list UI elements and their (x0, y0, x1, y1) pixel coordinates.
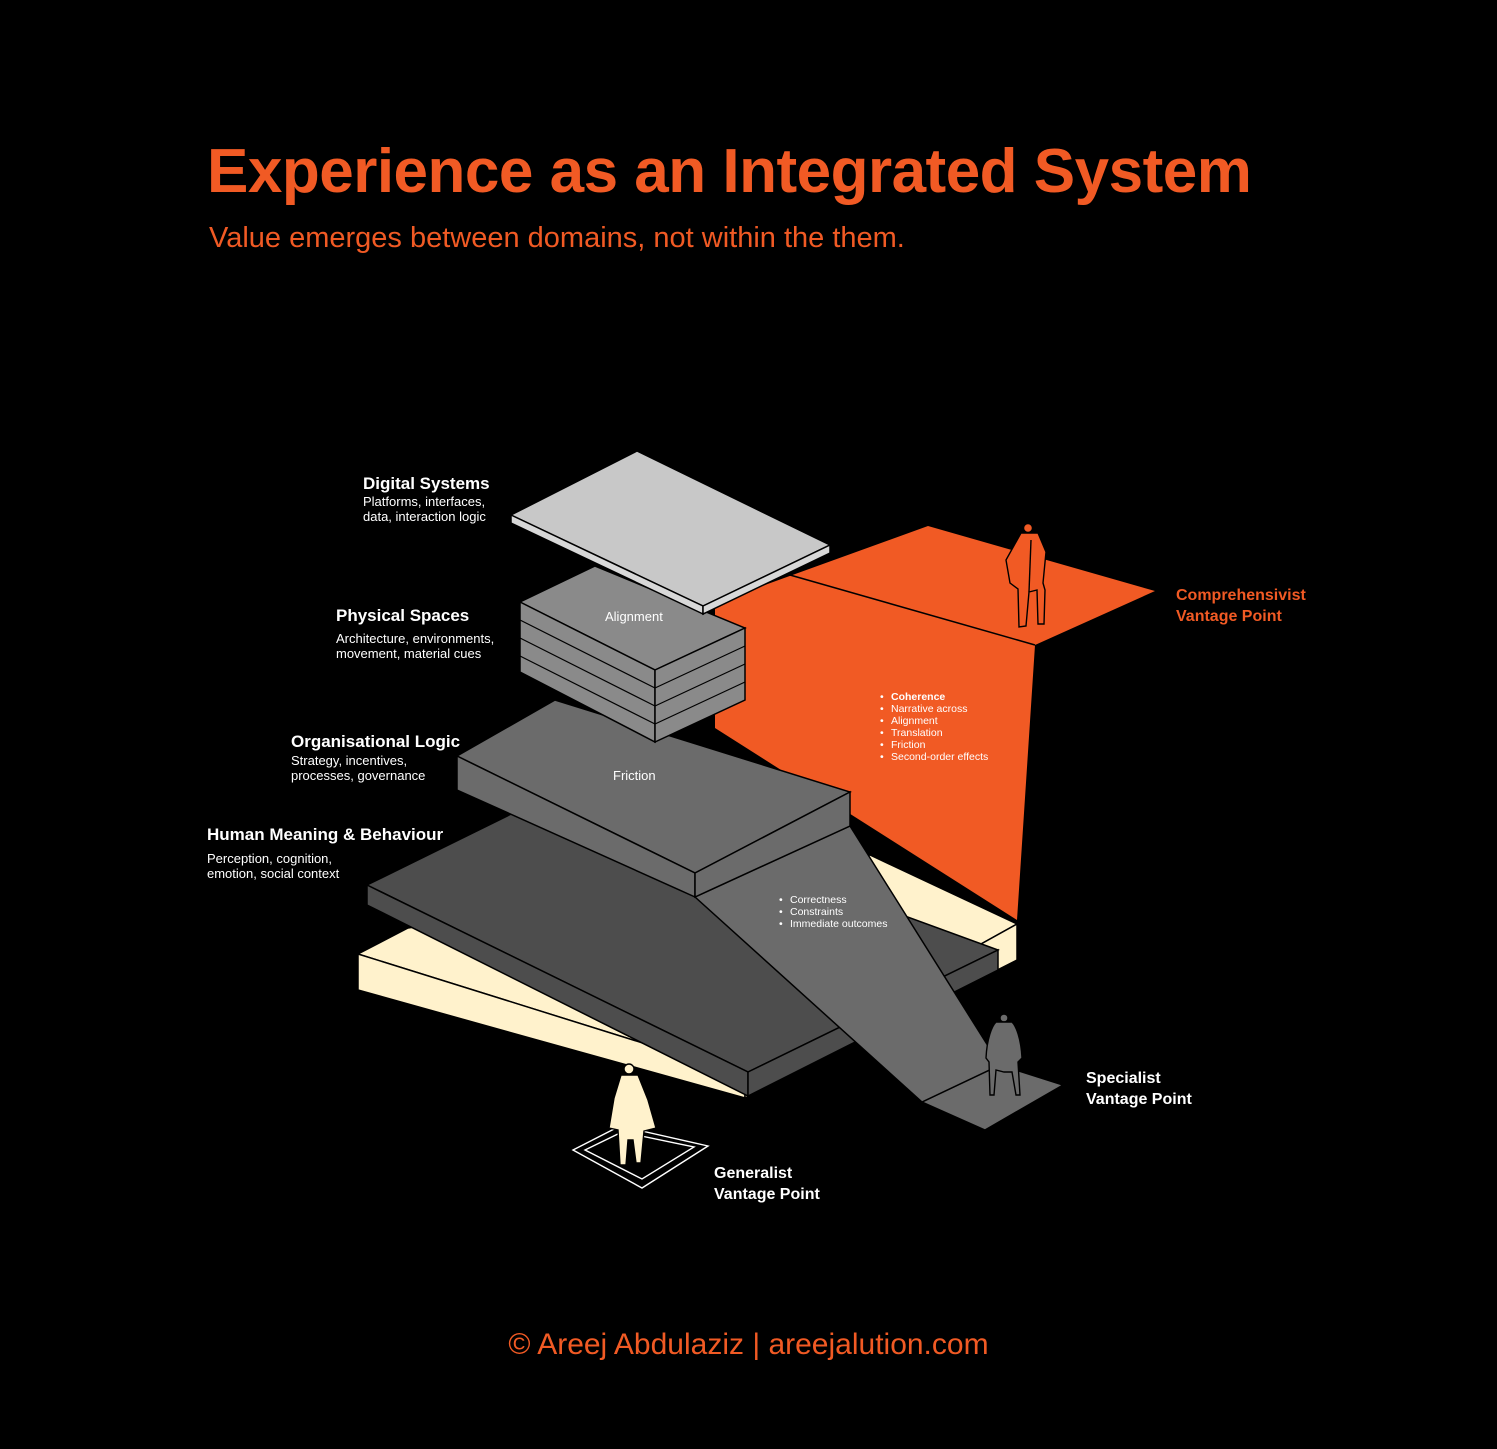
comprehensivist-bullet-marker: • (880, 739, 884, 751)
specialist-bullet-marker: • (779, 906, 783, 918)
physical-layer-division-3 (519, 655, 746, 725)
layer-title: Human Meaning & Behaviour (207, 825, 444, 844)
layer-title: Physical Spaces (336, 606, 469, 625)
comprehensivist-figure-icon (1005, 522, 1047, 628)
organisational-layer-side (694, 790, 851, 899)
layer-desc: Strategy, incentives, (291, 753, 407, 768)
comprehensivist-bullet: Coherence (891, 691, 945, 703)
layer-desc: processes, governance (291, 768, 425, 783)
layer-label-physical: Physical Spaces Architecture, environmen… (336, 606, 494, 661)
footer-credit: © Areej Abdulaziz | areejalution.com (508, 1328, 989, 1361)
comprehensivist-bullet-marker: • (880, 703, 884, 715)
comprehensivist-plane (715, 526, 1155, 920)
specialist-bullet: Constraints (790, 906, 843, 918)
layer-desc: emotion, social context (207, 866, 340, 881)
comprehensivist-bullet-marker: • (880, 751, 884, 763)
comprehensivist-bullet-marker: • (880, 715, 884, 727)
alignment-label: Alignment (605, 609, 663, 624)
specialist-bullet-marker: • (779, 918, 783, 930)
comprehensivist-bullets: • Coherence • Narrative across • Alignme… (880, 691, 988, 763)
layer-desc: Perception, cognition, (207, 851, 332, 866)
page-title: Experience as an Integrated System (207, 137, 1252, 206)
vantage-title: Generalist (714, 1165, 793, 1182)
digital-layer-side (702, 543, 831, 616)
specialist-figure-icon (985, 1013, 1023, 1096)
friction-label: Friction (613, 768, 656, 783)
generalist-ground-tile (571, 1125, 710, 1189)
layer-desc: data, interaction logic (363, 509, 486, 524)
specialist-bullet: Immediate outcomes (790, 918, 887, 930)
comprehensivist-plane-fold (789, 574, 1036, 646)
specialist-bullet-marker: • (779, 894, 783, 906)
layer-title: Digital Systems (363, 474, 490, 493)
specialist-vantage-label: Specialist Vantage Point (1086, 1070, 1192, 1108)
comprehensivist-bullet-marker: • (880, 691, 884, 703)
comprehensivist-vantage-label: Comprehensivist Vantage Point (1176, 587, 1306, 625)
comprehensivist-bullet: Second-order effects (891, 751, 988, 763)
generalist-vantage-label: Generalist Vantage Point (714, 1165, 820, 1203)
specialist-bullets: • Correctness • Constraints • Immediate … (779, 894, 887, 930)
comprehensivist-bullet: Translation (891, 727, 943, 739)
vantage-title: Specialist (1086, 1070, 1161, 1087)
physical-layer-division-2 (519, 637, 746, 707)
layer-desc: Platforms, interfaces, (363, 494, 485, 509)
vantage-title: Vantage Point (1086, 1091, 1192, 1108)
vantage-title: Vantage Point (1176, 608, 1282, 625)
page-subtitle: Value emerges between domains, not withi… (209, 222, 905, 254)
physical-layer-division-1 (519, 619, 746, 689)
layer-label-organisational: Organisational Logic Strategy, incentive… (291, 732, 460, 783)
comprehensivist-bullet: Alignment (891, 715, 938, 727)
layer-title: Organisational Logic (291, 732, 460, 751)
generalist-figure-icon (608, 1063, 657, 1166)
vantage-title: Comprehensivist (1176, 587, 1306, 604)
vantage-title: Vantage Point (714, 1186, 820, 1203)
comprehensivist-bullet: Friction (891, 739, 926, 751)
comprehensivist-bullet: Narrative across (891, 703, 967, 715)
layer-desc: movement, material cues (336, 646, 482, 661)
layer-label-human: Human Meaning & Behaviour Perception, co… (207, 825, 444, 881)
comprehensivist-bullet-marker: • (880, 727, 884, 739)
layer-desc: Architecture, environments, (336, 631, 494, 646)
specialist-bullet: Correctness (790, 894, 847, 906)
layer-label-digital: Digital Systems Platforms, interfaces, d… (363, 474, 490, 524)
